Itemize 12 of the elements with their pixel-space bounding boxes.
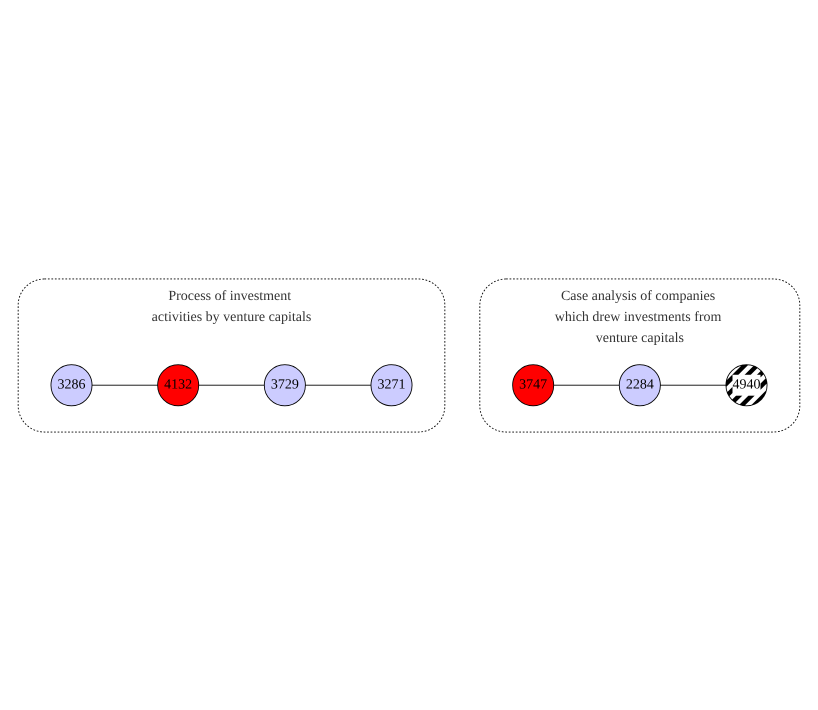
node-circle: 2284 — [618, 364, 661, 406]
node-circle: 3286 — [50, 364, 92, 406]
node-circle: 3747 — [512, 364, 554, 406]
connector — [198, 384, 265, 386]
connector — [304, 384, 372, 386]
node-circle: 3729 — [264, 364, 306, 406]
node-circle: 4132 — [157, 364, 200, 406]
connector — [92, 384, 158, 386]
node-circle: 4940 — [726, 364, 768, 406]
node-circle: 3271 — [370, 364, 412, 406]
connector — [553, 384, 620, 386]
connector — [660, 384, 726, 386]
